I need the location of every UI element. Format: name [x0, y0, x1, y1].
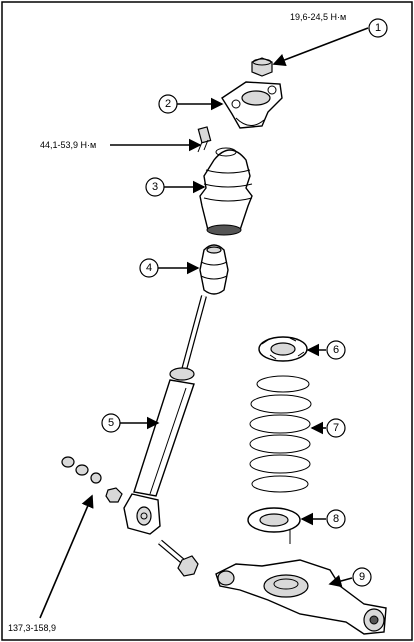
leader-9 [328, 574, 353, 588]
part-5-shock-absorber [123, 295, 207, 535]
part-1-nut [251, 57, 273, 77]
leader-bottom-torque [39, 494, 94, 619]
svg-text:7: 7 [333, 422, 339, 434]
callout-5: 5 [101, 413, 121, 433]
part-4-bump-rubber [199, 244, 229, 295]
svg-text:4: 4 [146, 262, 152, 274]
lower-bolt [158, 539, 199, 577]
callouts: 1 2 3 4 5 6 7 [101, 18, 388, 587]
part-7-coil-spring [249, 375, 312, 493]
part-2-upper-mount [221, 81, 283, 129]
part-3-dust-cover [199, 147, 253, 236]
svg-text:5: 5 [108, 417, 114, 429]
callout-8: 8 [326, 509, 346, 529]
svg-text:8: 8 [333, 513, 339, 525]
part-9-lower-arm [215, 559, 387, 635]
leader-lines [39, 27, 369, 619]
callout-4: 4 [139, 258, 159, 278]
callout-9: 9 [352, 567, 372, 587]
svg-text:6: 6 [333, 344, 339, 356]
callout-1: 1 [368, 18, 388, 38]
callout-2: 2 [158, 94, 178, 114]
mount-bolt [197, 126, 212, 153]
svg-text:1: 1 [375, 22, 381, 34]
callout-3: 3 [145, 177, 165, 197]
svg-text:3: 3 [152, 181, 158, 193]
svg-text:2: 2 [165, 98, 171, 110]
part-6-spring-seat [258, 336, 308, 362]
lower-nuts-and-washers [61, 456, 123, 503]
callout-7: 7 [326, 418, 346, 438]
torque-label-lower-bolt: 137,3-158,9 [8, 623, 57, 633]
torque-label-mount-bolt: 44,1-53,9 Н·м [40, 140, 97, 150]
leader-1 [272, 27, 369, 66]
part-8-lower-seat [247, 507, 301, 544]
torque-label-nut: 19,6-24,5 Н·м [290, 12, 347, 22]
callout-6: 6 [326, 340, 346, 360]
svg-text:9: 9 [359, 571, 365, 583]
